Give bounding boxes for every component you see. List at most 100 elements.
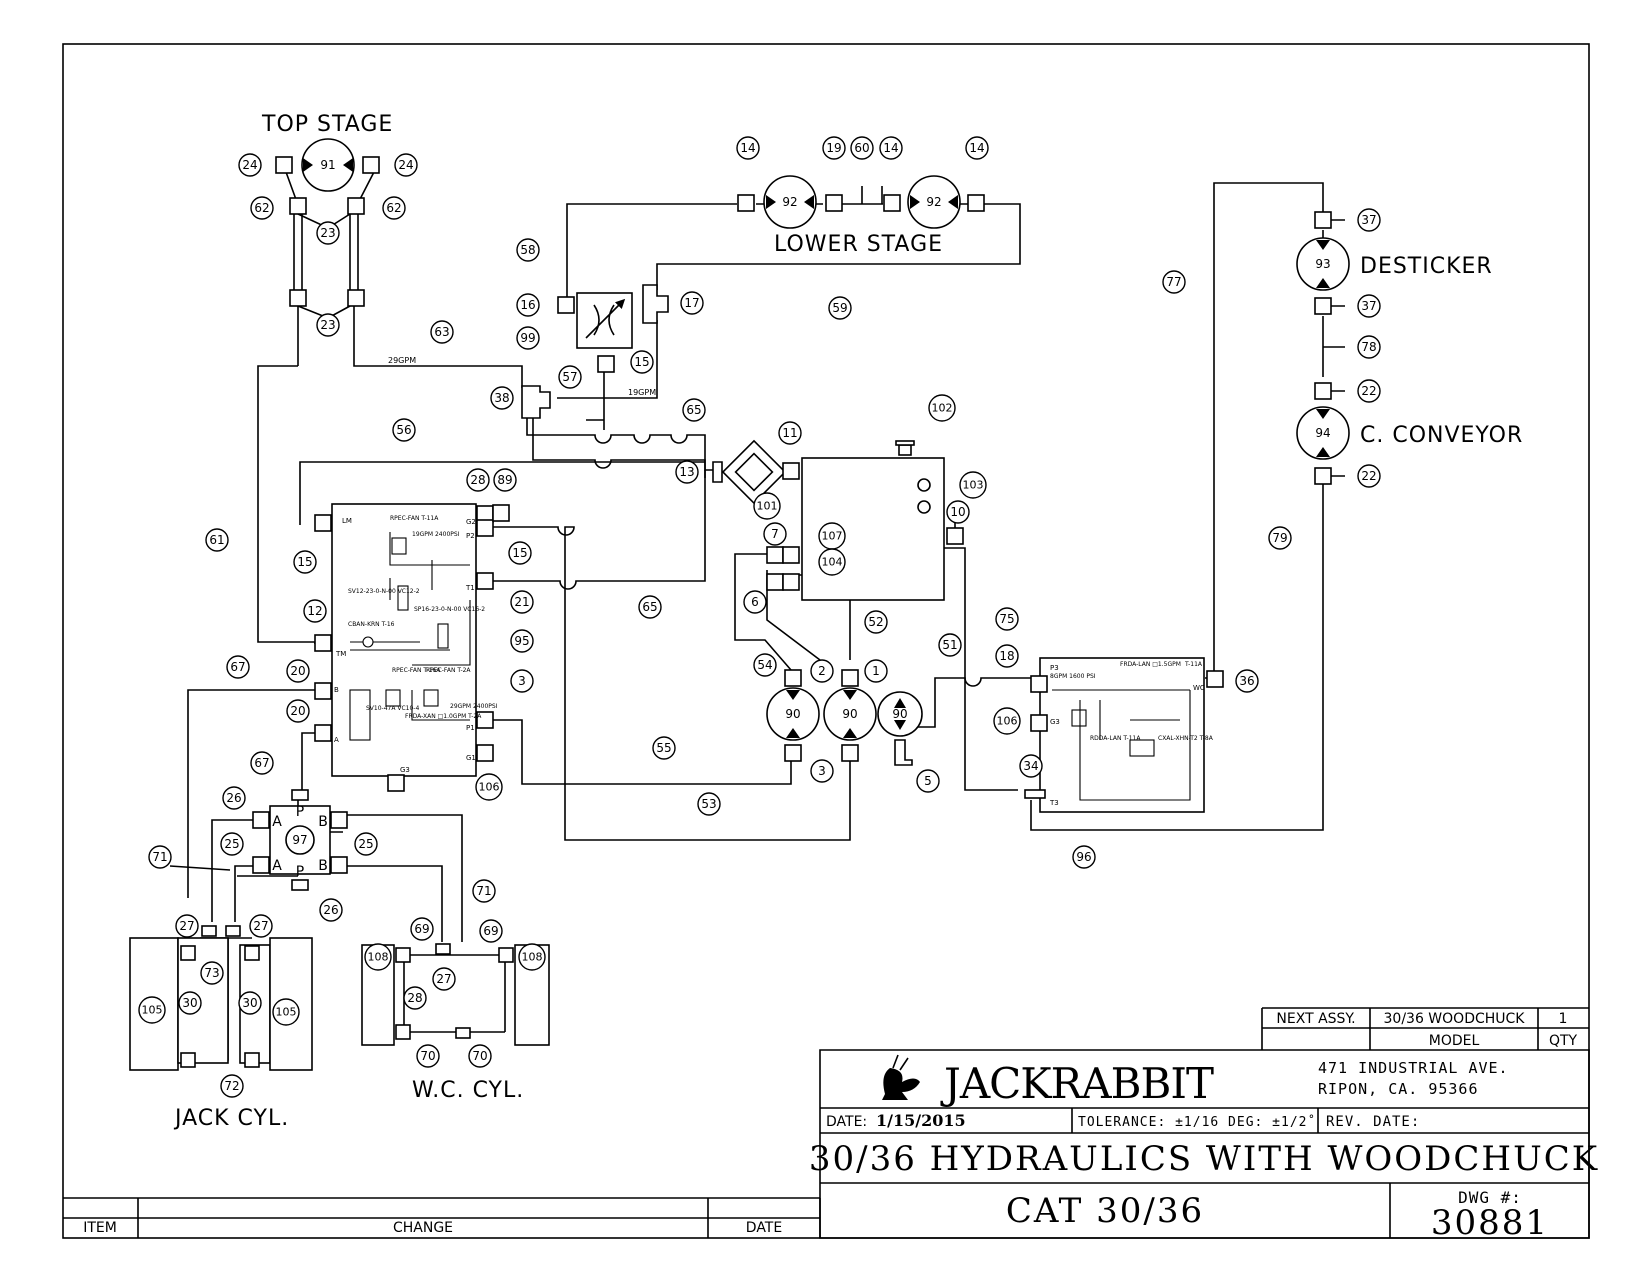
label-top-stage: TOP STAGE: [261, 112, 393, 137]
svg-text:69: 69: [483, 924, 498, 938]
callout-2: 2: [810, 659, 834, 683]
svg-text:78: 78: [1361, 340, 1376, 354]
svg-text:24: 24: [398, 158, 413, 172]
callout-3b: 3: [810, 759, 834, 783]
svg-text:P1: P1: [466, 724, 475, 732]
callout-72: 72: [220, 1074, 244, 1098]
svg-text:G1: G1: [466, 754, 476, 762]
callout-30a: 30: [178, 991, 202, 1015]
svg-text:MODEL: MODEL: [1429, 1033, 1480, 1049]
callout-12: 12: [303, 599, 327, 623]
svg-text:8GPM 1600 PSI: 8GPM 1600 PSI: [1050, 673, 1096, 680]
svg-text:63: 63: [434, 325, 449, 339]
flow-note-19gpm: 19GPM: [628, 388, 656, 397]
svg-text:NEXT ASSY.: NEXT ASSY.: [1276, 1011, 1355, 1027]
svg-text:CBAN-KRN T-16: CBAN-KRN T-16: [348, 621, 395, 628]
callout-77: 77: [1162, 270, 1186, 294]
callout-27b: 27: [249, 914, 273, 938]
callout-79: 79: [1268, 526, 1292, 550]
filter-and-tank: [712, 439, 964, 601]
callout-36: 36: [1235, 669, 1259, 693]
label-wc-cyl: W.C. CYL.: [412, 1078, 524, 1103]
callout-78: 78: [1357, 335, 1381, 359]
svg-text:RIPON, CA. 95366: RIPON, CA. 95366: [1318, 1080, 1479, 1098]
svg-text:SV10-47A VC10-4: SV10-47A VC10-4: [366, 705, 419, 712]
callout-21: 21: [510, 590, 534, 614]
top-stage-motor: 91: [275, 138, 380, 307]
svg-text:A: A: [334, 736, 339, 744]
svg-text:28: 28: [407, 991, 422, 1005]
svg-text:20: 20: [290, 664, 305, 678]
svg-text:70: 70: [420, 1049, 435, 1063]
svg-text:51: 51: [942, 638, 957, 652]
svg-text:107: 107: [822, 530, 843, 543]
callout-73: 73: [200, 961, 224, 985]
svg-text:34: 34: [1023, 759, 1038, 773]
callout-3a: 3: [510, 669, 534, 693]
callout-14b: 14: [879, 136, 903, 160]
callout-67a: 67: [226, 655, 250, 679]
callout-15b: 15: [508, 541, 532, 565]
svg-text:91: 91: [320, 158, 335, 172]
callout-16: 16: [516, 293, 540, 317]
svg-text:B: B: [318, 814, 328, 830]
svg-text:53: 53: [701, 797, 716, 811]
callout-38: 38: [490, 386, 514, 410]
svg-text:RPEC-FAN T-2A: RPEC-FAN T-2A: [426, 667, 471, 674]
callout-23a: 23: [316, 221, 340, 245]
svg-text:23: 23: [320, 226, 335, 240]
svg-text:36: 36: [1239, 674, 1254, 688]
callout-34: 34: [1019, 754, 1043, 778]
svg-text:P3: P3: [1050, 664, 1059, 672]
svg-text:71: 71: [476, 884, 491, 898]
svg-text:106: 106: [997, 715, 1018, 728]
svg-text:ITEM: ITEM: [83, 1220, 117, 1236]
callout-28a: 28: [466, 468, 490, 492]
svg-text:T1: T1: [465, 584, 475, 592]
callout-14a: 14: [736, 136, 760, 160]
svg-text:93: 93: [1315, 257, 1330, 271]
callout-37b: 37: [1357, 294, 1381, 318]
svg-text:QTY: QTY: [1549, 1033, 1578, 1049]
svg-text:90: 90: [842, 707, 857, 721]
callout-24a: 24: [238, 153, 262, 177]
svg-text:38: 38: [494, 391, 509, 405]
svg-text:A: A: [272, 858, 282, 874]
callout-89: 89: [493, 468, 517, 492]
svg-text:102: 102: [932, 402, 953, 415]
callout-99: 99: [516, 326, 540, 350]
callout-52: 52: [864, 610, 888, 634]
svg-text:27: 27: [253, 919, 268, 933]
callout-17: 17: [680, 291, 704, 315]
callout-19: 19: [822, 136, 846, 160]
svg-text:SV12-23-0-N-00 VC12-2: SV12-23-0-N-00 VC12-2: [348, 588, 420, 595]
svg-text:13: 13: [679, 465, 694, 479]
svg-text:RPEC-FAN T-16A: RPEC-FAN T-16A: [392, 667, 441, 674]
svg-text:10: 10: [950, 505, 965, 519]
callout-96: 96: [1072, 845, 1096, 869]
svg-text:21: 21: [514, 595, 529, 609]
svg-text:22: 22: [1361, 384, 1376, 398]
svg-text:65: 65: [686, 403, 701, 417]
svg-text:CXAL-XHN-T2 T-8A: CXAL-XHN-T2 T-8A: [1158, 735, 1214, 742]
svg-text:92: 92: [926, 195, 941, 209]
callout-63: 63: [430, 320, 454, 344]
callout-25a: 25: [220, 832, 244, 856]
callout-103: 103: [959, 471, 987, 499]
callout-58: 58: [516, 238, 540, 262]
svg-text:P2: P2: [466, 532, 475, 540]
lower-stage-motors: 92 92: [737, 175, 985, 229]
svg-text:G2: G2: [466, 518, 476, 526]
callout-65b: 65: [638, 595, 662, 619]
svg-text:60: 60: [854, 141, 869, 155]
svg-text:19GPM 2400PSI: 19GPM 2400PSI: [412, 531, 460, 538]
callout-69b: 69: [479, 919, 503, 943]
callout-23b: 23: [316, 313, 340, 337]
woodchuck-valve-block: P3 G3 WC T3 8GPM 1600 PSI FRDA-LAN □1.5G…: [1024, 657, 1224, 813]
svg-text:DATE: DATE: [746, 1220, 782, 1236]
svg-text:REV. DATE:: REV. DATE:: [1326, 1114, 1420, 1130]
callout-62b: 62: [382, 196, 406, 220]
svg-text:37: 37: [1361, 299, 1376, 313]
svg-text:14: 14: [883, 141, 898, 155]
